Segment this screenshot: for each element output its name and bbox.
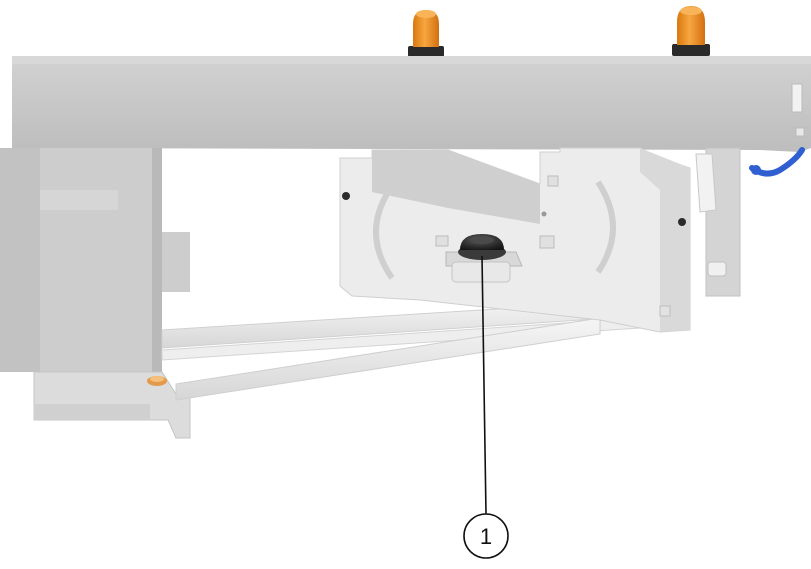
callout-leader-line <box>481 255 487 515</box>
top-beam <box>12 56 811 152</box>
knob <box>445 234 523 283</box>
callout-circle <box>463 513 509 559</box>
warning-beacon-icon <box>408 10 444 57</box>
guide-rods <box>161 299 641 401</box>
callout-1: 1 <box>463 255 509 559</box>
center-plate <box>339 147 741 333</box>
warning-beacon-icon <box>672 6 710 56</box>
callout-label: 1 <box>480 524 492 549</box>
knob-icon <box>458 234 506 260</box>
blue-connector <box>749 147 805 177</box>
left-frame <box>0 148 190 372</box>
beacon-right <box>672 6 710 56</box>
beacon-left <box>408 10 444 57</box>
left-foot <box>33 371 191 439</box>
